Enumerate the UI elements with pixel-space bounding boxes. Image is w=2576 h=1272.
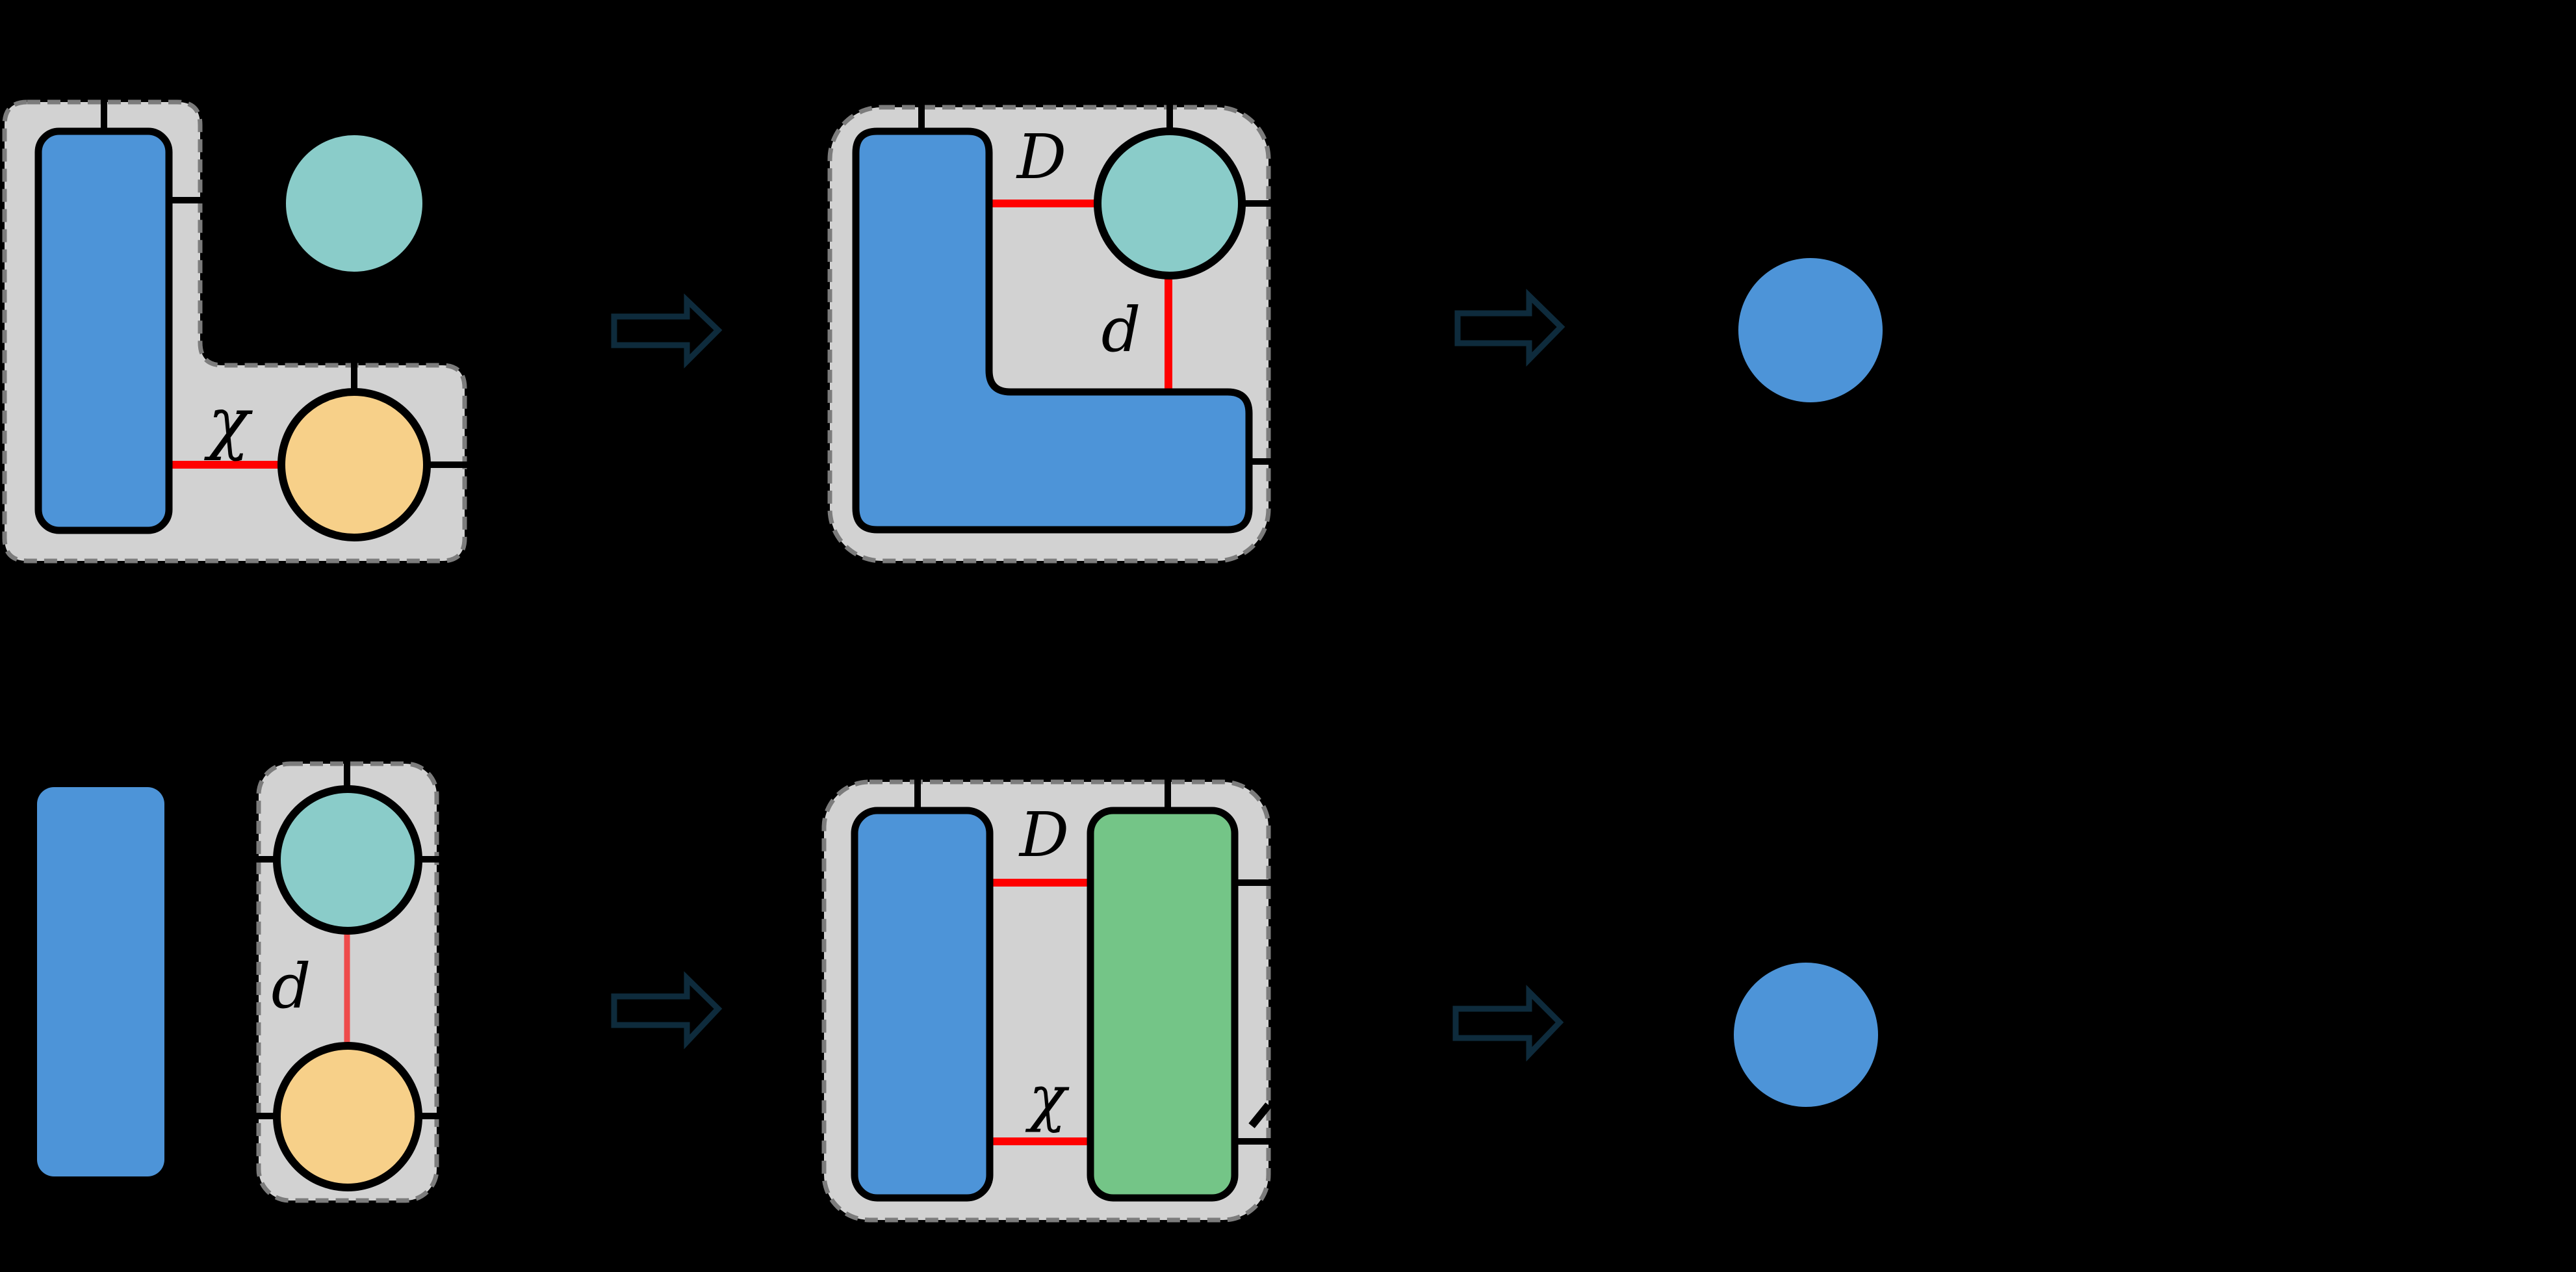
bond-label-d: d xyxy=(1101,294,1141,366)
site-tensor-circle xyxy=(273,1042,422,1191)
panel-top-merged: D d xyxy=(827,83,1285,564)
block-arrow-right-icon xyxy=(1452,985,1564,1062)
mpo-tensor-circle xyxy=(273,785,422,935)
partial-glyph-fragment xyxy=(1248,1102,1272,1128)
panel-bottom-before: d xyxy=(37,742,441,1203)
mpo-tensor-circle xyxy=(278,127,430,279)
site-tensor-circle xyxy=(277,388,431,541)
bond-label-d: d xyxy=(272,951,311,1022)
transform-arrow-2 xyxy=(1454,289,1565,367)
transform-arrow-3 xyxy=(611,971,723,1050)
mps-tensor-rect xyxy=(851,807,994,1202)
l-shaped-tensor xyxy=(852,127,1253,534)
bond-label-D: D xyxy=(1018,799,1069,871)
new-tensor-rect xyxy=(1087,807,1239,1202)
mps-tensor-rect xyxy=(34,127,173,534)
mpo-tensor-circle xyxy=(1094,127,1246,279)
block-arrow-right-icon xyxy=(611,971,723,1050)
bond-label-chi: χ xyxy=(1025,1063,1070,1134)
block-arrow-right-icon xyxy=(1454,289,1565,367)
merged-tensor-circle-bottom xyxy=(1734,963,1878,1107)
transform-arrow-1 xyxy=(611,293,723,369)
bond-label-D: D xyxy=(1016,122,1066,193)
block-arrow-right-icon xyxy=(611,293,723,369)
mps-tensor-rect xyxy=(37,787,164,1176)
bond-label-chi: χ xyxy=(203,383,253,462)
panel-bottom-merged: D χ xyxy=(821,759,1285,1223)
transform-arrow-4 xyxy=(1452,985,1564,1062)
panel-top-before: χ xyxy=(2,83,469,564)
merged-tensor-circle-top xyxy=(1738,258,1883,402)
